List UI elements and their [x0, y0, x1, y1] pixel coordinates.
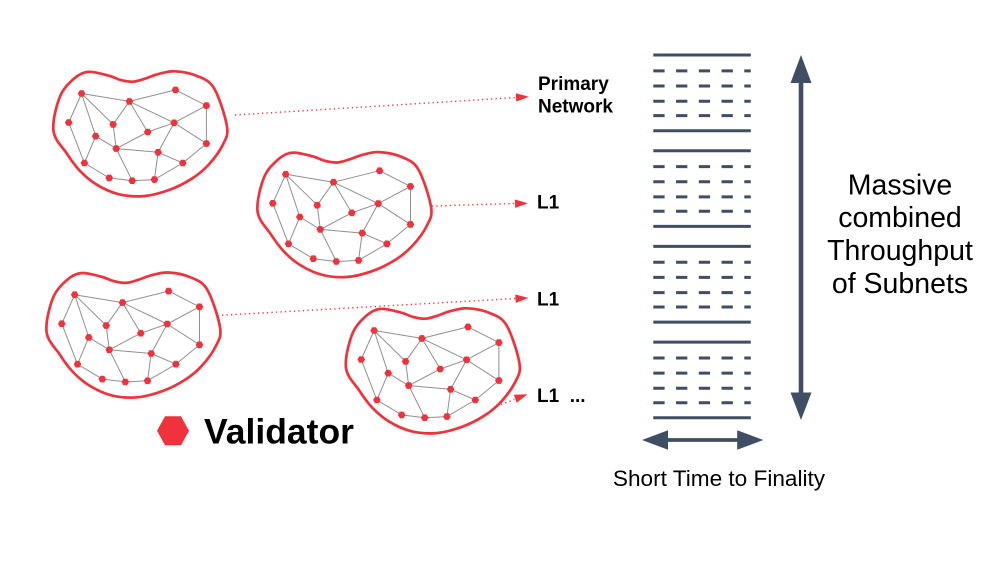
svg-text:Throughput: Throughput	[827, 235, 973, 267]
svg-text:L1: L1	[537, 193, 560, 214]
svg-text:of Subnets: of Subnets	[832, 268, 968, 300]
svg-text:L1: L1	[537, 289, 560, 310]
svg-text:Network: Network	[538, 96, 613, 117]
svg-text:L1 ...: L1 ...	[537, 386, 586, 407]
svg-text:combined: combined	[838, 202, 962, 234]
svg-text:Massive: Massive	[848, 169, 953, 201]
svg-text:Primary: Primary	[538, 74, 609, 95]
svg-text:Validator: Validator	[204, 412, 354, 452]
svg-text:Short Time to Finality: Short Time to Finality	[613, 466, 826, 491]
